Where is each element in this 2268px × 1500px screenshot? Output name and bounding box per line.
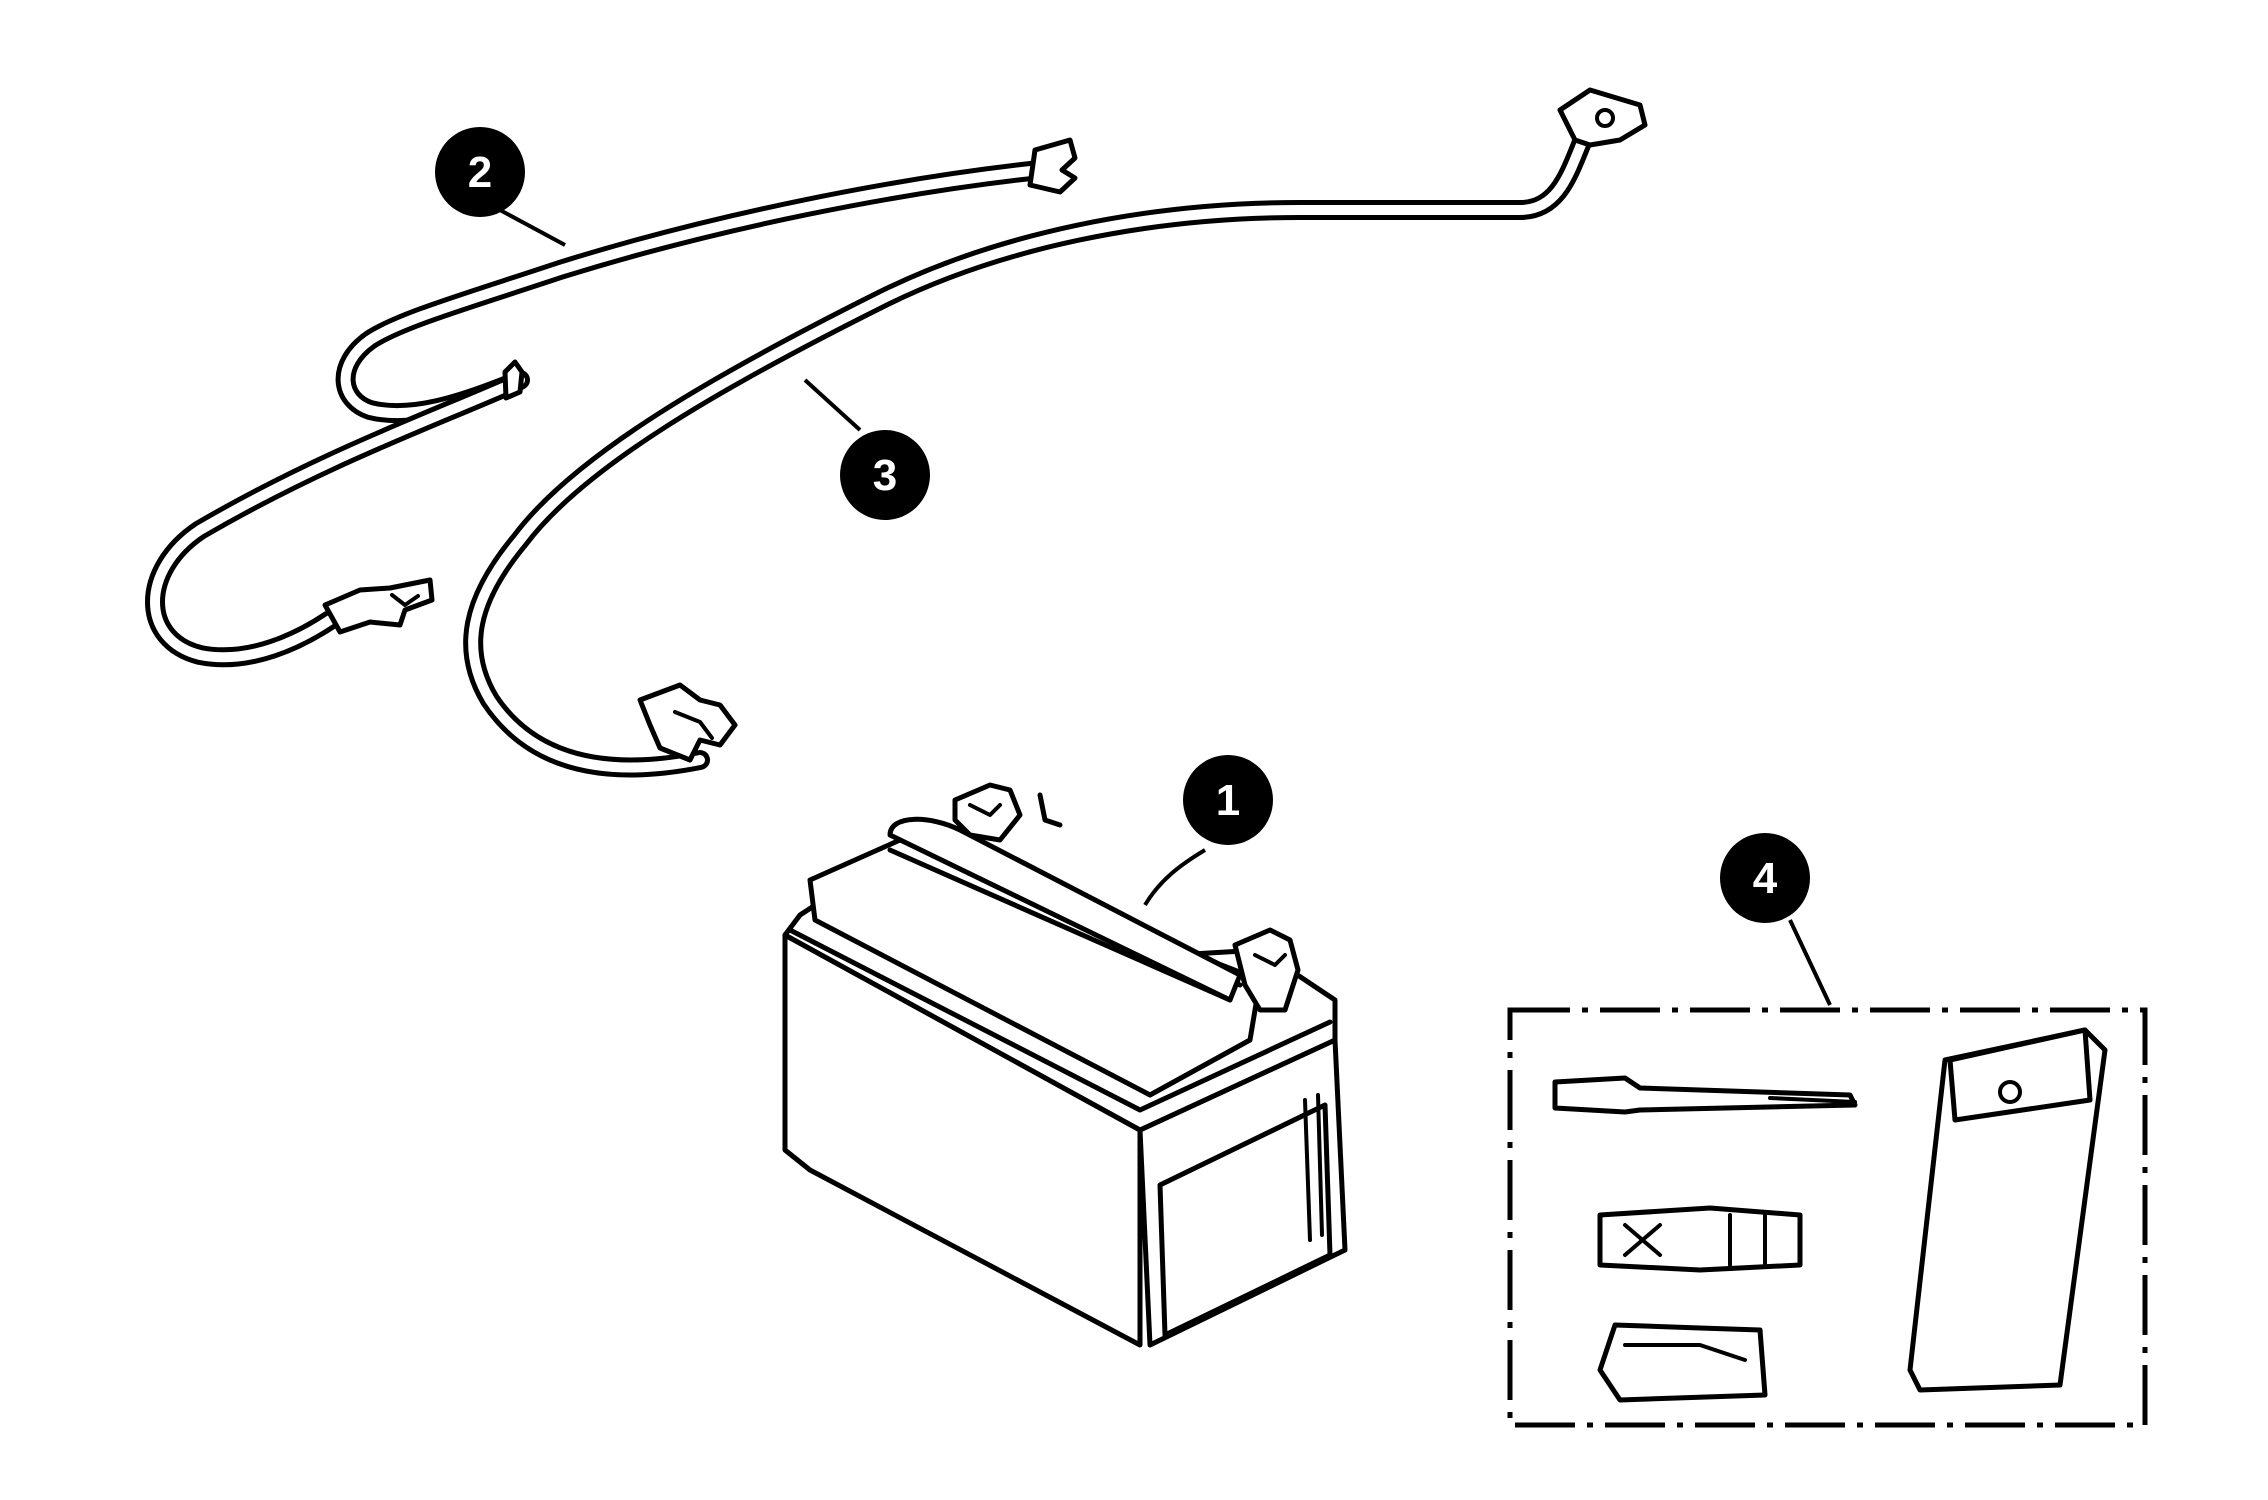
cable-3 [463,87,1648,778]
callout-number: 2 [468,148,492,197]
cable-2 [145,137,1078,668]
callout-4: 4 [1720,833,1832,1006]
callout-3: 3 [803,378,930,520]
accessory-kit [1507,1007,2148,1428]
callout-number: 3 [873,451,897,500]
callout-2: 2 [435,127,566,247]
callout-number: 1 [1216,776,1240,825]
callout-number: 4 [1753,854,1778,903]
callout-circle [1720,833,1810,923]
callout-1: 1 [1143,755,1273,907]
battery [782,782,1348,1348]
callout-circle [1183,755,1273,845]
callout-circle [840,430,930,520]
callout-circle [435,127,525,217]
